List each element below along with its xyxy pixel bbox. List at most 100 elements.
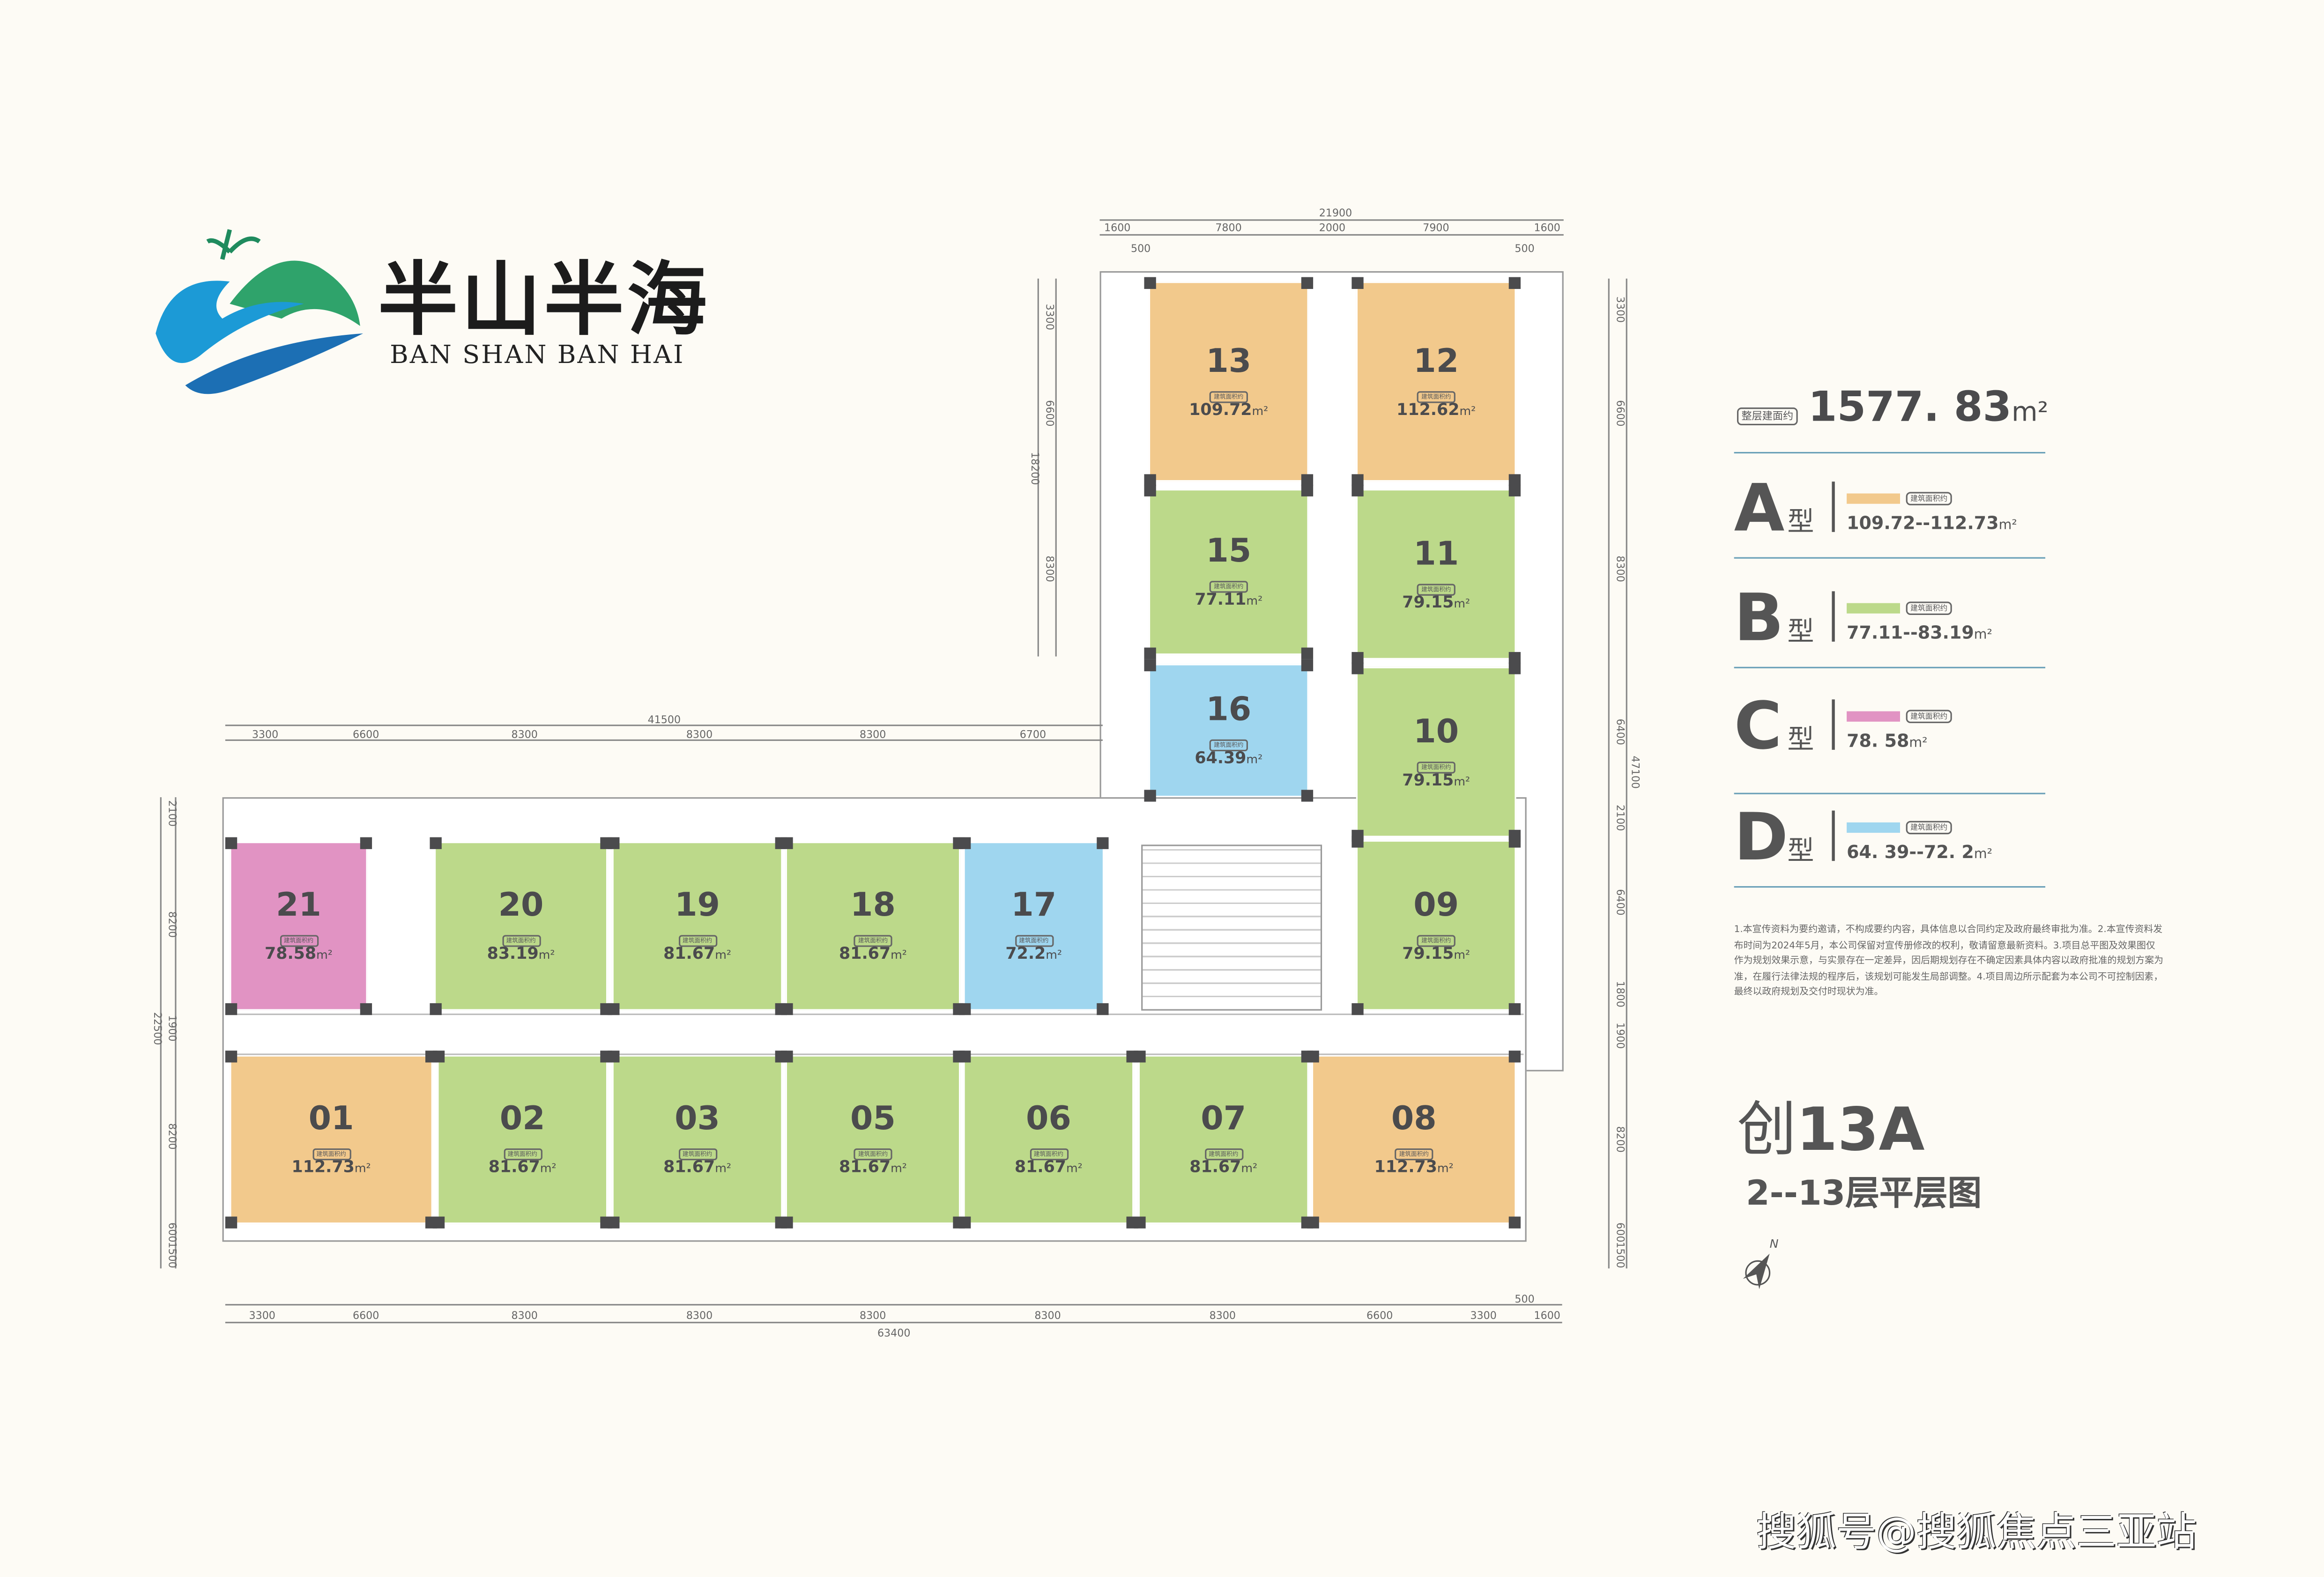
column: [1301, 474, 1314, 486]
unit-number: 02: [499, 1101, 545, 1138]
unit-13[interactable]: 13 建筑面积约 109.72m²: [1148, 281, 1309, 482]
dimension-line: [160, 797, 162, 1269]
unit-number: 17: [1011, 888, 1057, 925]
dimension-label: 1600: [1534, 222, 1560, 234]
legend-range-value: 109.72--112.73: [1847, 512, 1999, 533]
legend-caption: 建筑面积约: [1906, 601, 1952, 615]
legend-color-swatch: [1847, 822, 1900, 833]
unit-area-unit: m²: [354, 1162, 371, 1175]
unit-area-value: 112.62: [1396, 399, 1460, 419]
unit-area: 112.62m²: [1358, 400, 1515, 419]
unit-05[interactable]: 05 建筑面积约 81.67m²: [785, 1055, 961, 1224]
legend-range-unit: m²: [1998, 518, 2017, 533]
unit-11[interactable]: 11 建筑面积约 79.15m²: [1356, 489, 1516, 659]
unit-18[interactable]: 18 建筑面积约 81.67m²: [785, 842, 961, 1011]
column: [958, 1051, 971, 1063]
unit-area: 112.73m²: [231, 1157, 431, 1177]
brand-logo: [141, 215, 378, 400]
unit-area-unit: m²: [540, 1162, 557, 1175]
floors-subtitle: 2--13层平层图: [1745, 1175, 1982, 1214]
column: [1144, 659, 1156, 672]
column: [1301, 277, 1314, 289]
legend-type-letter: C: [1734, 689, 1782, 765]
legend-range-value: 77.11--83.19: [1847, 622, 1974, 644]
unit-area-caption: 建筑面积约: [501, 935, 541, 947]
unit-08[interactable]: 08 建筑面积约 112.73m²: [1311, 1055, 1516, 1224]
column: [1144, 277, 1156, 289]
unit-area-unit: m²: [891, 1162, 907, 1175]
unit-area-value: 72.2: [1005, 944, 1046, 963]
unit-area-caption: 建筑面积约: [503, 1148, 542, 1161]
unit-area-caption: 建筑面积约: [854, 935, 892, 947]
unit-16[interactable]: 16 建筑面积约 64.39m²: [1148, 664, 1309, 798]
brand-name-cn: 半山半海: [378, 252, 710, 347]
unit-area: 81.67m²: [614, 944, 781, 963]
unit-area-value: 112.73: [291, 1157, 355, 1177]
dimension-label: 8300: [511, 729, 538, 741]
unit-number: 21: [276, 888, 321, 925]
legend-color-swatch: [1847, 493, 1900, 504]
column: [1508, 277, 1521, 289]
unit-19[interactable]: 19 建筑面积约 81.67m²: [612, 842, 783, 1011]
unit-area-caption: 建筑面积约: [1209, 581, 1248, 593]
dimension-label: 8200: [1614, 1126, 1626, 1153]
column: [225, 1051, 238, 1063]
unit-15[interactable]: 15 建筑面积约 77.11m²: [1148, 489, 1309, 655]
unit-10[interactable]: 10 建筑面积约 79.15m²: [1356, 666, 1516, 837]
dimension-label: 6400: [1614, 889, 1626, 916]
unit-03[interactable]: 03 建筑面积约 81.67m²: [612, 1055, 783, 1224]
unit-02[interactable]: 02 建筑面积约 81.67m²: [437, 1055, 608, 1224]
column: [1307, 1051, 1319, 1063]
dimension-label: 600: [166, 1222, 178, 1243]
legend-range-unit: m²: [1974, 847, 1992, 863]
unit-20[interactable]: 20 建筑面积约 83.19m²: [434, 842, 608, 1011]
dimension-label: 2100: [166, 800, 178, 827]
column: [1134, 1216, 1146, 1229]
legend-type-suffix: 型: [1787, 616, 1814, 648]
legend-caption: 建筑面积约: [1906, 492, 1952, 505]
dimension-label: 6400: [1614, 718, 1626, 745]
dimension-label: 6700: [1019, 729, 1047, 741]
unit-01[interactable]: 01 建筑面积约 112.73m²: [230, 1055, 433, 1224]
legend-separator: [1832, 591, 1835, 642]
unit-number: 11: [1413, 535, 1459, 573]
legend-range-value: 64. 39--72. 2: [1847, 842, 1974, 863]
dimension-label: 22500: [151, 1012, 163, 1045]
unit-17[interactable]: 17 建筑面积约 72.2m²: [963, 842, 1105, 1011]
unit-area-unit: m²: [316, 948, 333, 962]
column: [1351, 1003, 1364, 1015]
unit-area-unit: m²: [1437, 1162, 1454, 1175]
dimension-label: 500: [1130, 243, 1151, 255]
dimension-label: 7900: [1423, 222, 1449, 234]
unit-area: 81.67m²: [787, 944, 959, 963]
column: [225, 1216, 238, 1229]
dimension-label: 6600: [1366, 1310, 1393, 1322]
unit-area-value: 77.11: [1195, 590, 1247, 609]
column: [1508, 836, 1521, 848]
unit-06[interactable]: 06 建筑面积约 81.67m²: [963, 1055, 1134, 1224]
dimension-label: 6600: [352, 1310, 379, 1322]
north-label: N: [1769, 1237, 1779, 1251]
unit-area-caption: 建筑面积约: [1209, 739, 1248, 752]
unit-09[interactable]: 09 建筑面积约 79.15m²: [1356, 840, 1516, 1011]
unit-area-value: 83.19: [487, 944, 539, 963]
legend-color-swatch: [1847, 711, 1900, 722]
unit-area-caption: 建筑面积约: [1209, 390, 1248, 402]
unit-area-caption: 建筑面积约: [678, 935, 717, 947]
unit-number: 10: [1413, 713, 1459, 751]
unit-12[interactable]: 12 建筑面积约 112.62m²: [1356, 281, 1516, 482]
column: [1351, 484, 1364, 496]
unit-area: 64.39m²: [1150, 748, 1307, 768]
unit-number: 05: [850, 1101, 896, 1138]
column: [1134, 1051, 1146, 1063]
total-area-caption: 整层建面约: [1737, 407, 1798, 426]
unit-area: 81.67m²: [965, 1157, 1133, 1177]
unit-area-unit: m²: [1246, 753, 1263, 766]
legend-separator: [1832, 810, 1835, 861]
dimension-label: 8300: [860, 1310, 886, 1322]
dimension-label: 6600: [352, 729, 379, 741]
unit-07[interactable]: 07 建筑面积约 81.67m²: [1138, 1055, 1309, 1224]
dimension-label: 3300: [1470, 1310, 1497, 1322]
dimension-label: 6600: [1614, 400, 1626, 427]
unit-21[interactable]: 21 建筑面积约 78.58m²: [230, 842, 368, 1011]
